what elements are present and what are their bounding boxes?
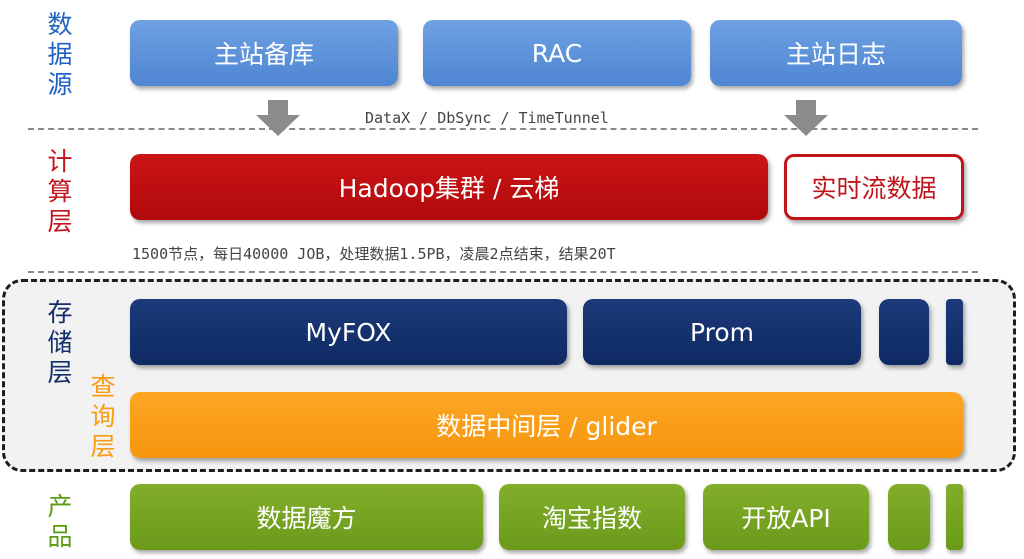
source-box-main-log: 主站日志 [710, 20, 962, 86]
source-box-label: RAC [531, 38, 583, 68]
product-box-label: 开放API [741, 504, 831, 533]
layer-label-storage: 存 储 层 [45, 298, 75, 388]
product-box-data-cube: 数据魔方 [130, 484, 483, 550]
layer-label-char: 据 [47, 40, 73, 69]
layer-label-source: 数 据 源 [45, 10, 75, 100]
layer-label-char: 储 [47, 328, 73, 357]
layer-label-query: 查 询 层 [88, 372, 118, 462]
product-box-more [888, 484, 930, 550]
product-box-more [946, 484, 963, 550]
storage-box-label: MyFOX [305, 317, 392, 347]
layer-label-char: 存 [47, 298, 73, 327]
down-arrow-icon [256, 100, 300, 136]
divider-compute-storage [28, 271, 978, 273]
storage-box-label: Prom [689, 317, 754, 347]
down-arrow-icon [784, 100, 828, 136]
compute-stats-text: 1500节点，每日40000 JOB，处理数据1.5PB，凌晨2点结束，结果20… [132, 245, 616, 263]
layer-label-char: 产 [47, 492, 73, 521]
compute-box-hadoop: Hadoop集群 / 云梯 [130, 154, 768, 220]
source-box-label: 主站日志 [785, 40, 886, 69]
layer-label-char: 层 [47, 358, 73, 387]
layer-label-product: 产 品 [45, 492, 75, 552]
layer-label-char: 数 [47, 10, 73, 39]
compute-box-realtime: 实时流数据 [784, 154, 964, 220]
source-box-standby-db: 主站备库 [130, 20, 398, 86]
divider-source-compute [28, 128, 978, 130]
layer-label-char: 层 [47, 207, 73, 236]
storage-box-more [879, 299, 929, 365]
layer-label-char: 品 [47, 522, 73, 551]
storage-box-myfox: MyFOX [130, 299, 567, 365]
storage-box-prom: Prom [583, 299, 861, 365]
compute-box-label: 实时流数据 [811, 174, 937, 203]
product-box-label: 数据魔方 [256, 504, 357, 533]
product-box-open-api: 开放API [703, 484, 869, 550]
layer-label-compute: 计 算 层 [45, 147, 75, 237]
layer-label-char: 计 [47, 147, 73, 176]
layer-label-char: 层 [90, 432, 116, 461]
query-box-glider: 数据中间层 / glider [130, 392, 963, 458]
layer-label-char: 询 [90, 402, 116, 431]
layer-label-char: 源 [47, 70, 73, 99]
storage-box-more [946, 299, 963, 365]
product-box-label: 淘宝指数 [541, 504, 642, 533]
source-box-rac: RAC [423, 20, 691, 86]
source-box-label: 主站备库 [213, 40, 314, 69]
product-box-taobao-index: 淘宝指数 [499, 484, 685, 550]
compute-box-label: Hadoop集群 / 云梯 [338, 174, 560, 203]
layer-label-char: 算 [47, 177, 73, 206]
query-box-label: 数据中间层 / glider [436, 412, 657, 441]
sync-tools-text: DataX / DbSync / TimeTunnel [365, 109, 609, 127]
layer-label-char: 查 [90, 372, 116, 401]
